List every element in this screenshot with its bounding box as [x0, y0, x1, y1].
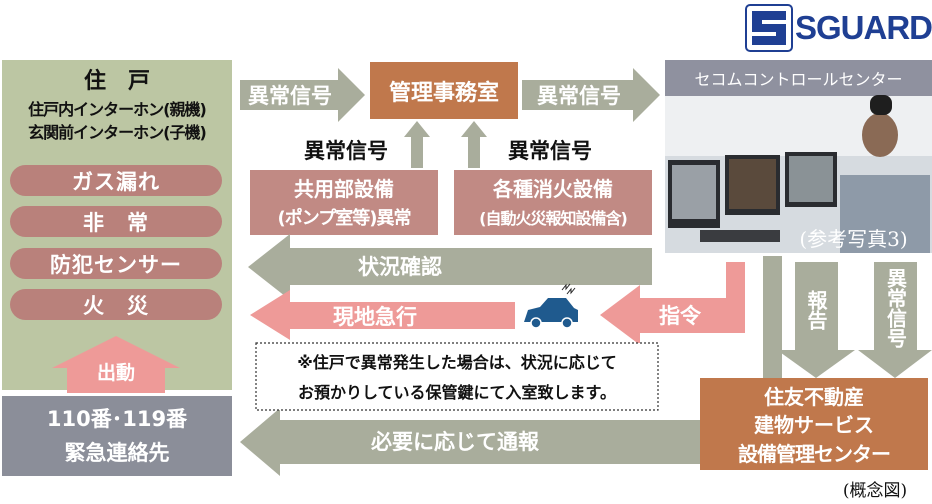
sumitomo-line1: 住友不動産: [764, 384, 864, 409]
photo-caption: (参考写真3): [799, 226, 908, 251]
dispatch-label: 出動: [96, 361, 135, 384]
patrol-car-icon: [524, 283, 578, 329]
item-emergency: 非 常: [10, 206, 222, 237]
note-line1: ※住戸で異常発生した場合は、状況に応じて: [297, 353, 617, 372]
signal-down-label: 異常信号: [883, 268, 908, 348]
signal-arrow-to-center: [522, 68, 660, 122]
common-equipment-line1: 共用部設備: [294, 176, 394, 201]
command-label: 指令: [659, 304, 701, 328]
notify-label: 必要に応じて通報: [371, 430, 539, 454]
signal-up-left-label: 異常信号: [304, 139, 388, 163]
dispatch-arrow: [52, 336, 180, 393]
emergency-line2: 緊急連絡先: [64, 441, 170, 465]
sumitomo-line3: 設備管理センター: [738, 441, 891, 466]
report-arrow: [777, 262, 855, 378]
residence-line2: 玄関前インターホン(子機): [28, 123, 207, 142]
rush-to-site-arrow: [250, 290, 515, 340]
signal-to-office-label: 異常信号: [248, 84, 332, 108]
fire-equipment-line2: (自動火災報知設備含): [479, 209, 628, 228]
item-gas-leak: ガス漏れ: [10, 165, 222, 196]
emergency-contact-box: [2, 396, 232, 476]
status-check-label: 状況確認: [358, 255, 442, 279]
signal-down-arrow: [858, 262, 932, 378]
emergency-line1: 110番･119番: [46, 407, 188, 431]
logo-text: SGUARD: [795, 9, 932, 46]
fire-equipment-box: [454, 170, 652, 235]
note-line2: お預かりしている保管鍵にて入室致します。: [298, 383, 616, 402]
control-center-title: セコムコントロールセンター: [694, 70, 903, 89]
rush-to-site-label: 現地急行: [333, 305, 417, 329]
office-label: 管理事務室: [388, 80, 499, 106]
signal-arrow-to-office: [240, 68, 365, 122]
fire-equipment-line1: 各種消火設備: [493, 176, 613, 201]
up-arrow-common: [404, 121, 430, 168]
status-check-arrow: [248, 234, 652, 300]
residence-title: 住 戸: [83, 69, 150, 94]
note-box: [255, 342, 659, 411]
sumitomo-line2: 建物サービス: [754, 412, 874, 437]
concept-caption: (概念図): [842, 480, 908, 501]
common-equipment-box: [250, 170, 438, 235]
control-center-header: [665, 60, 932, 96]
control-center-photo: [665, 95, 932, 253]
notify-arrow: [240, 256, 782, 476]
signal-up-right-label: 異常信号: [508, 139, 592, 163]
common-equipment-line2: (ポンプ室等)異常: [277, 208, 412, 229]
item-fire: 火 災: [10, 289, 222, 320]
signal-to-center-label: 異常信号: [537, 84, 621, 108]
sguard-logo: [745, 4, 793, 52]
item-security-sensor: 防犯センサー: [10, 248, 222, 279]
command-arrow: [600, 262, 745, 345]
sumitomo-box: [700, 378, 928, 470]
residence-line1: 住戸内インターホン(親機): [28, 100, 207, 119]
office-box: [370, 62, 518, 119]
up-arrow-fire: [461, 121, 487, 168]
report-label: 報告: [804, 290, 828, 330]
